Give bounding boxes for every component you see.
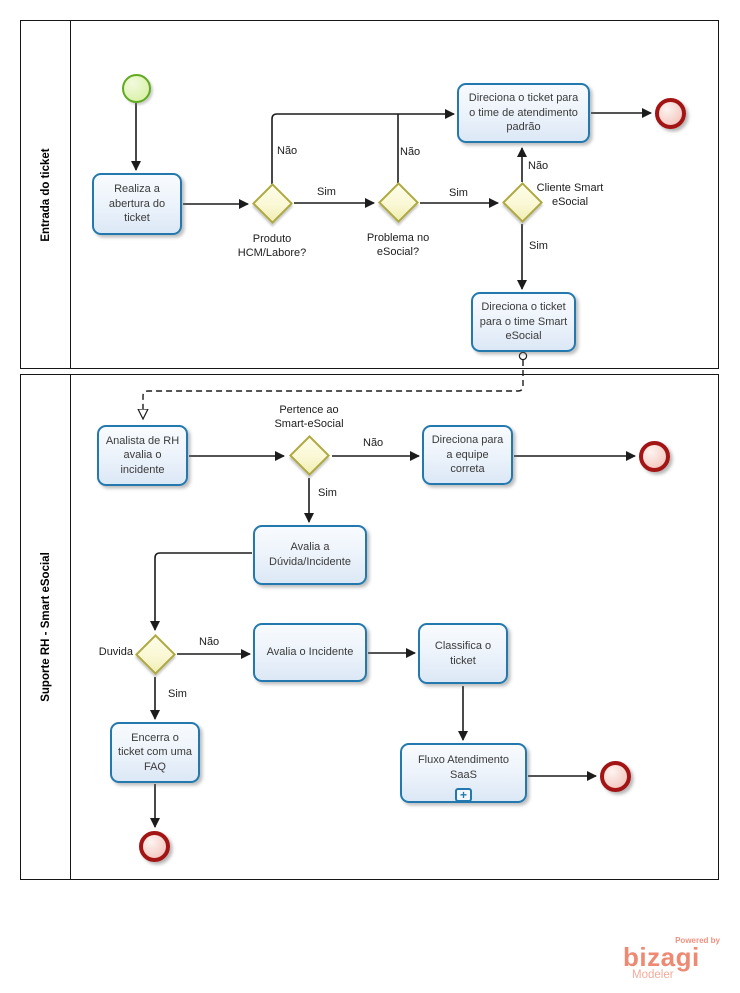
end-event-atendimento-padrao[interactable] <box>655 98 686 129</box>
lane-label-entrada: Entrada do ticket <box>39 147 52 242</box>
end-event-faq[interactable] <box>139 831 170 862</box>
bizagi-logo: Powered by bizagi Modeler <box>623 936 723 981</box>
task-label: Analista de RH avalia o incidente <box>105 434 180 476</box>
task-avalia-incidente[interactable]: Avalia o Incidente <box>253 623 367 682</box>
subprocess-plus-icon[interactable]: + <box>455 788 472 802</box>
end-event-equipe-correta[interactable] <box>639 441 670 472</box>
task-direciona-atendimento-padrao[interactable]: Direciona o ticket para o time de atendi… <box>457 83 590 143</box>
powered-by-text: Powered by <box>675 936 720 945</box>
gateway-label-pertence: Pertence ao Smart-eSocial <box>274 404 344 430</box>
end-event-fluxo-saas[interactable] <box>600 761 631 792</box>
lane-header-entrada: Entrada do ticket <box>21 21 71 368</box>
start-event[interactable] <box>122 74 151 103</box>
task-label: Direciona o ticket para o time Smart eSo… <box>479 301 568 343</box>
task-label: Avalia a Dúvida/Incidente <box>269 541 351 568</box>
task-avalia-duvida-incidente[interactable]: Avalia a Dúvida/Incidente <box>253 525 367 585</box>
flow-label-sim: Sim <box>449 187 468 199</box>
flow-label-nao: Não <box>199 636 220 648</box>
task-realiza-abertura[interactable]: Realiza a abertura do ticket <box>92 173 182 235</box>
flow-label-sim: Sim <box>529 240 548 252</box>
modeler-text: Modeler <box>632 968 674 981</box>
task-label: Direciona para a equipe correta <box>431 434 504 476</box>
task-label: Classifica o ticket <box>434 639 492 667</box>
task-direciona-time-smart[interactable]: Direciona o ticket para o time Smart eSo… <box>471 292 576 352</box>
task-label: Realiza a abertura do ticket <box>108 183 166 225</box>
flow-label-nao: Não <box>400 146 421 158</box>
task-label: Fluxo Atendimento SaaS <box>417 753 510 781</box>
task-encerra-ticket-faq[interactable]: Encerra o ticket com uma FAQ <box>110 722 200 783</box>
task-label: Direciona o ticket para o time de atendi… <box>468 92 579 134</box>
gateway-label-problema: Problema no eSocial? <box>366 232 430 258</box>
gateway-label-produto: Produto HCM/Labore? <box>237 233 307 259</box>
flow-label-nao: Não <box>528 160 549 172</box>
flow-label-nao: Não <box>363 437 384 449</box>
flow-label-sim: Sim <box>168 688 187 700</box>
task-classifica-ticket[interactable]: Classifica o ticket <box>418 623 508 684</box>
task-direciona-equipe[interactable]: Direciona para a equipe correta <box>422 425 513 485</box>
flow-label-sim: Sim <box>318 487 337 499</box>
task-label: Encerra o ticket com uma FAQ <box>118 731 192 773</box>
flow-label-sim: Sim <box>317 186 336 198</box>
task-label: Avalia o Incidente <box>266 646 354 659</box>
task-analista-rh[interactable]: Analista de RH avalia o incidente <box>97 425 188 486</box>
gateway-label-duvida: Duvida <box>98 646 133 658</box>
flow-label-nao: Não <box>277 145 298 157</box>
lane-label-suporte: Suporte RH - Smart eSocial <box>39 552 52 702</box>
lane-header-suporte: Suporte RH - Smart eSocial <box>21 375 71 879</box>
gateway-label-cliente-smart: Cliente Smart eSocial <box>536 182 604 208</box>
bizagi-wordmark: bizagi <box>623 942 700 972</box>
